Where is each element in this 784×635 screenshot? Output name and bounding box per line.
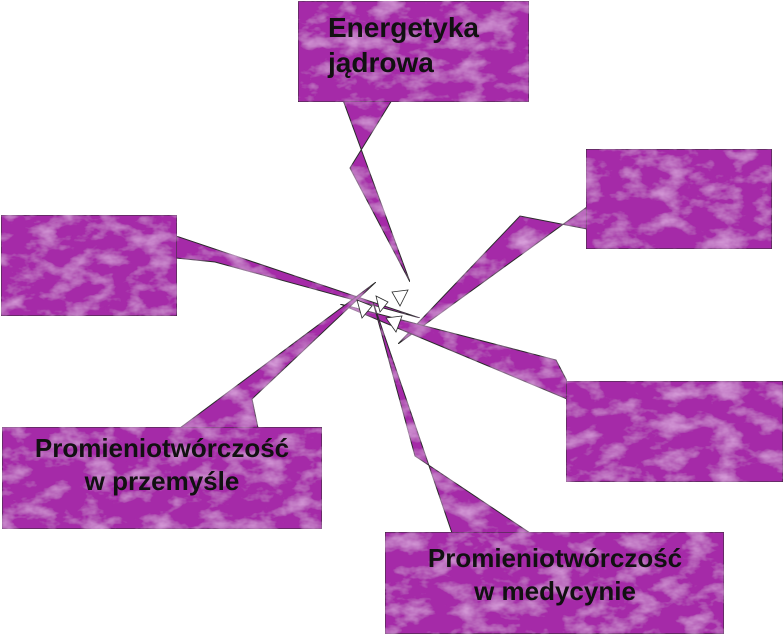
callout-empty-right-top xyxy=(397,148,773,345)
label-line: jądrowa xyxy=(328,47,434,78)
callout-empty-right-bottom xyxy=(339,303,784,483)
callout-box-przemysl xyxy=(1,426,323,530)
callout-box-energetyka xyxy=(297,0,530,103)
callout-box-empty-left xyxy=(0,214,178,317)
callout-box-empty-right-top xyxy=(585,148,773,250)
label-line: Promieniotwórczość xyxy=(34,433,290,463)
callout-box-empty-right-bottom xyxy=(565,380,784,483)
label-line: Energetyka xyxy=(328,12,479,43)
callout-przemysl xyxy=(1,281,377,530)
callout-pointer xyxy=(178,281,377,429)
label-medycyna: Promieniotwórczość w medycynie xyxy=(386,542,724,607)
callout-pointer xyxy=(339,303,568,400)
label-line: Promieniotwórczość xyxy=(427,543,683,573)
label-energetyka: Energetyka jądrowa xyxy=(328,10,479,80)
callout-pointer xyxy=(342,99,411,283)
label-line: w medycynie xyxy=(474,575,636,606)
callout-empty-left xyxy=(0,214,421,319)
callout-energetyka xyxy=(297,0,530,283)
label-line: w przemyśle xyxy=(84,465,240,496)
callout-box-medycyna xyxy=(384,531,725,635)
center-star xyxy=(356,289,409,333)
label-przemysl: Promieniotwórczość w przemyśle xyxy=(2,432,322,497)
callout-medycyna xyxy=(372,301,725,635)
callout-pointer xyxy=(397,206,588,345)
